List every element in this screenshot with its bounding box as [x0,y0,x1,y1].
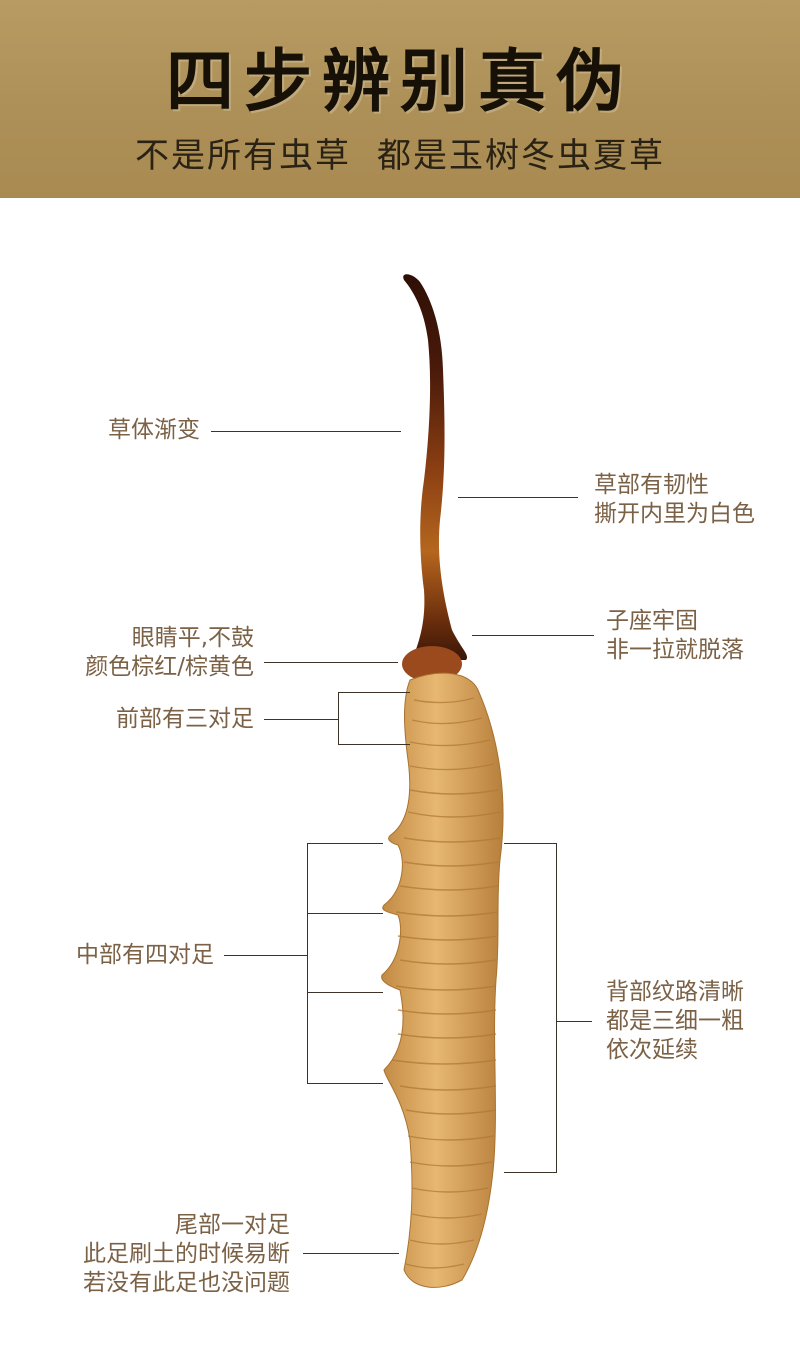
header-banner: 四步辨别真伪 不是所有虫草都是玉树冬虫夏草 [0,0,800,198]
bracket-line [307,1083,383,1084]
bracket-line [307,913,383,914]
bracket-line [307,843,383,844]
connector-line [556,1021,592,1022]
label-eyes: 眼睛平,不鼓 颜色棕红/棕黄色 [85,625,254,680]
connector-line [472,635,594,636]
label-middle-feet: 中部有四对足 [76,942,214,968]
bracket-line [307,843,308,1084]
page-subtitle: 不是所有虫草都是玉树冬虫夏草 [0,128,800,177]
connector-line [264,662,398,663]
label-back-pattern: 背部纹路清晰 都是三细一粗 依次延续 [606,979,744,1063]
connector-line [303,1253,399,1254]
connector-line [458,497,578,498]
page-title: 四步辨别真伪 [165,42,634,122]
label-stem-tough: 草部有韧性 撕开内里为白色 [594,472,755,527]
label-stroma-firm: 子座牢固 非一拉就脱落 [606,608,744,663]
bracket-line [338,692,339,745]
label-front-feet: 前部有三对足 [116,706,254,732]
bracket-line [307,992,383,993]
label-stem-gradient: 草体渐变 [108,417,200,443]
bracket-line [556,843,557,1173]
connector-line [264,719,338,720]
subtitle-part-1: 不是所有虫草 [135,136,351,176]
stroma-stem [403,274,468,660]
label-tail-feet: 尾部一对足 此足刷土的时候易断 若没有此足也没问题 [83,1212,290,1296]
subtitle-part-2: 都是玉树冬虫夏草 [377,136,665,176]
larva-body [381,672,504,1288]
bracket-line [338,692,410,693]
bracket-line [338,744,410,745]
connector-line [211,431,401,432]
bracket-line [504,1172,556,1173]
connector-line [224,955,307,956]
bracket-line [504,843,556,844]
